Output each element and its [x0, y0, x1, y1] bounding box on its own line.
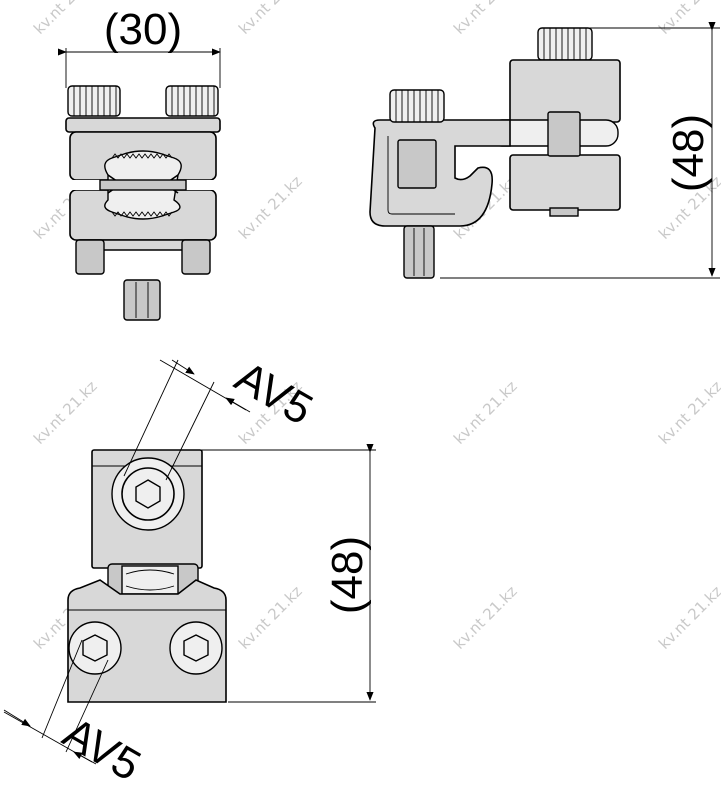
watermark: kv.nt 21.kz: [30, 377, 101, 448]
watermark: kv.nt 21.kz: [235, 582, 306, 653]
watermark: kv.nt 21.kz: [655, 377, 721, 448]
top-view-lower-plate: [67, 579, 227, 703]
width-dimension-label: (30): [104, 5, 182, 54]
side-stud-bottom: [403, 225, 435, 279]
bolt-end-left: [75, 239, 105, 275]
hex-socket-left: [82, 634, 108, 662]
side-lower-block: [509, 154, 621, 211]
watermark: kv.nt 21.kz: [235, 172, 306, 243]
bolt-end-right: [181, 239, 211, 275]
side-view: (48): [369, 21, 720, 279]
knurled-knob-right: [165, 85, 219, 117]
hex-key-label-top: AV5: [227, 352, 321, 434]
watermark: kv.nt 21.kz: [655, 582, 721, 653]
watermark: kv.nt 21.kz: [450, 0, 521, 38]
watermark: kv.nt 21.kz: [235, 0, 306, 38]
side-knurled-knob-left: [389, 89, 445, 123]
knurled-knob-left: [67, 85, 121, 117]
watermark: kv.nt 21.kz: [655, 0, 721, 38]
front-view: (30): [57, 5, 221, 321]
top-view-upper-plate: [91, 449, 203, 569]
watermark: kv.nt 21.kz: [30, 0, 101, 38]
hex-key-label-bottom: AV5: [55, 708, 149, 790]
side-threaded-stud: [397, 139, 437, 189]
stud-bottom: [123, 279, 161, 321]
watermark: kv.nt 21.kz: [450, 377, 521, 448]
side-knurled-knob-top: [537, 27, 593, 61]
height-dimension-label-bottom: (48): [323, 536, 372, 614]
watermark: kv.nt 21.kz: [450, 582, 521, 653]
top-view-middle: [107, 563, 199, 597]
hex-socket-top: [135, 479, 161, 509]
height-dimension-label-top: (48): [664, 114, 713, 192]
hex-socket-right: [183, 634, 209, 662]
